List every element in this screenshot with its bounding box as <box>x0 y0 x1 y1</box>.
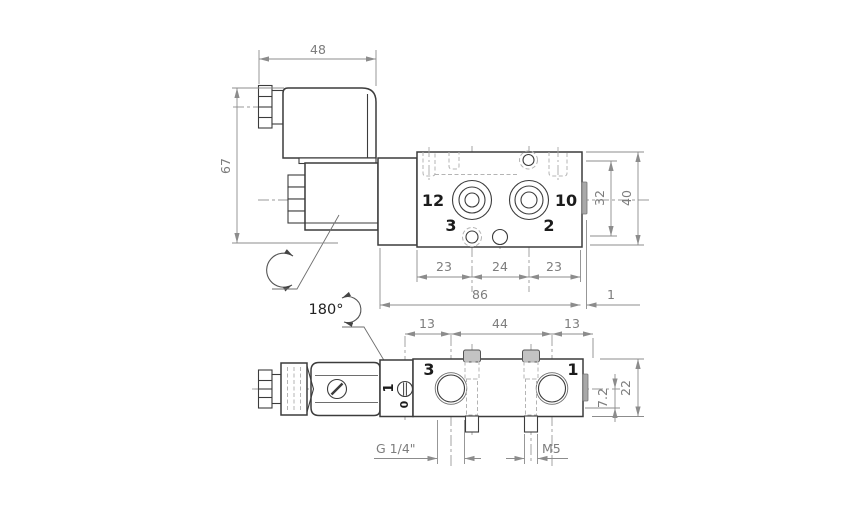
dim-32: 32 <box>592 190 607 206</box>
rotation-leader <box>272 214 340 290</box>
port-label-2-top: 2 <box>543 216 554 235</box>
outlet-hole-2 <box>491 228 509 246</box>
rotation-label: 180° <box>309 302 344 318</box>
coil-screw <box>326 378 348 400</box>
mounting-screw-left <box>463 349 481 433</box>
side-plate-bottom <box>582 373 589 402</box>
dim-g14-thread: G 1/4" <box>376 441 416 456</box>
screw-shank <box>464 415 480 433</box>
pilot-vent-hole <box>522 153 535 167</box>
dim-1: 1 <box>607 287 615 302</box>
dim-44: 44 <box>492 316 508 331</box>
rotation-arrow-icon <box>266 249 294 292</box>
port-3-hole <box>436 374 466 403</box>
port-block <box>412 358 584 418</box>
dim-40: 40 <box>619 190 634 206</box>
coil-ribs <box>287 174 306 224</box>
port-10-outer <box>508 179 550 221</box>
port-label-12: 12 <box>422 191 444 210</box>
coil-notch <box>306 365 315 413</box>
gland-collar <box>271 89 284 125</box>
override-label-1: 1 <box>382 383 397 392</box>
dim-67: 67 <box>218 158 233 174</box>
exhaust-hole-3 <box>465 230 479 244</box>
dim-23-right: 23 <box>546 259 562 274</box>
gland-collar-bottom <box>271 373 282 405</box>
bottom-view-dimensions: 13 44 13 7.2 22 G 1/4" M5 <box>374 316 644 464</box>
dim-7-2: 7.2 <box>595 388 610 408</box>
dim-48: 48 <box>310 42 326 57</box>
dim-m5-thread: M5 <box>542 441 561 456</box>
port-label-10: 10 <box>555 191 577 210</box>
dim-86: 86 <box>472 287 488 302</box>
top-view-dimensions: 48 67 23 24 23 86 1 32 40 <box>218 42 644 309</box>
bottom-view: 1 0 3 1 <box>257 349 589 433</box>
rotation-arc-icon <box>341 291 362 327</box>
override-label-0: 0 <box>398 400 411 408</box>
port-label-3-top: 3 <box>445 216 456 235</box>
port-label-1-bottom: 1 <box>567 360 578 379</box>
port-label-3-bottom: 3 <box>423 360 434 379</box>
dim-24: 24 <box>492 259 508 274</box>
coil-body <box>304 162 379 231</box>
hidden-channels <box>422 147 568 181</box>
port-12-outer <box>451 179 493 221</box>
coil-screw-slot <box>330 382 344 396</box>
dim-22: 22 <box>618 380 633 396</box>
din-connector-body <box>282 87 377 159</box>
dim-13-right: 13 <box>564 316 580 331</box>
rotation-note-leader <box>342 326 392 373</box>
armature-flange <box>377 157 418 246</box>
dim-13-left: 13 <box>419 316 435 331</box>
dim-23-left: 23 <box>436 259 452 274</box>
valve-body-outline <box>416 151 583 248</box>
coil-bottom <box>310 361 381 417</box>
mounting-screw-right <box>522 349 540 433</box>
top-view-solenoid <box>257 84 418 292</box>
screw-shank <box>523 415 539 433</box>
top-view-valve-body: 12 10 3 2 <box>416 147 588 248</box>
rotation-note: 180° <box>309 291 392 373</box>
port-1-hole <box>537 374 567 403</box>
side-plate <box>581 181 588 215</box>
